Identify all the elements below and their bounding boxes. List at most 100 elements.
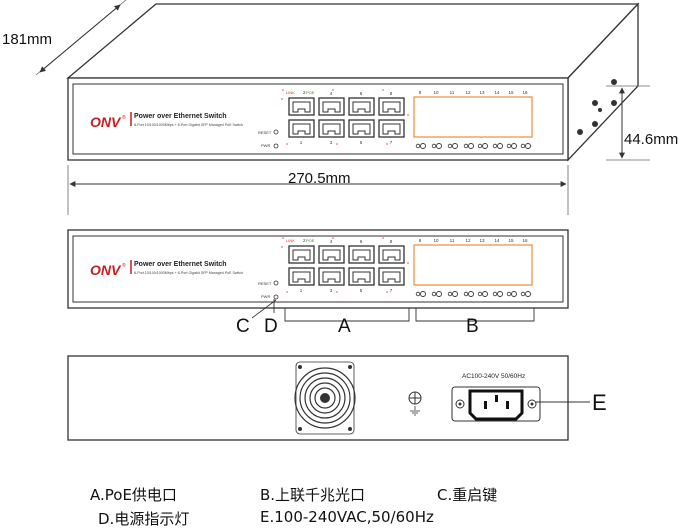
fan-icon xyxy=(294,361,356,435)
poe-label: POE xyxy=(306,238,315,243)
power-socket-icon xyxy=(451,386,541,422)
sfp-number: 12 xyxy=(465,238,471,243)
product-subtitle: 8-Port 10/100/1000Mbps + 8-Port Gigabit … xyxy=(134,123,243,127)
rj45-port-icon xyxy=(288,245,315,264)
link-label: LINK xyxy=(286,90,295,95)
rj45-port-icon xyxy=(378,245,405,264)
brand-logo: ONV xyxy=(90,262,122,278)
port-number-bottom: 5 xyxy=(360,140,363,145)
port-number-top: 6 xyxy=(360,91,363,96)
reset-button-icon xyxy=(273,280,279,286)
reset-label: RESET xyxy=(258,130,272,135)
depth-label: 181mm xyxy=(2,31,52,48)
rj45-port-icon xyxy=(348,119,375,138)
port-number-bottom: 5 xyxy=(360,288,363,293)
sfp-block xyxy=(413,96,533,138)
sfp-number: 11 xyxy=(450,238,455,243)
sfp-number: 10 xyxy=(433,238,439,243)
rear-view: AC100-240V 50/60Hz E xyxy=(67,355,607,441)
product-subtitle: 8-Port 10/100/1000Mbps + 8-Port Gigabit … xyxy=(134,271,243,275)
power-led-icon xyxy=(273,143,279,149)
rj45-port-icon xyxy=(378,97,405,116)
port-number-top: 8 xyxy=(390,239,393,244)
port-number-top: 2 xyxy=(303,238,306,243)
legend-a: A.PoE供电口 xyxy=(90,486,177,504)
brand-mark: ® xyxy=(122,262,126,269)
sfp-number: 12 xyxy=(465,90,471,95)
width-dimension: 270.5mm xyxy=(67,165,569,215)
link-label: LINK xyxy=(286,238,295,243)
rj45-port-icon xyxy=(318,245,345,264)
rj45-port-icon xyxy=(288,97,315,116)
height-dimension: 44.6mm xyxy=(606,85,678,161)
sfp-number: 14 xyxy=(494,238,500,243)
sfp-number: 14 xyxy=(494,90,500,95)
rj45-port-icon xyxy=(348,267,375,286)
port-number-bottom: 1 xyxy=(300,288,303,293)
height-label: 44.6mm xyxy=(624,131,678,148)
power-rating-label: AC100-240V 50/60Hz xyxy=(462,373,525,380)
port-number-top: 2 xyxy=(303,90,306,95)
rj45-port-icon xyxy=(378,267,405,286)
poe-label: POE xyxy=(306,90,315,95)
port-number-bottom: 7 xyxy=(390,288,393,293)
width-label: 270.5mm xyxy=(288,170,351,187)
sfp-number: 16 xyxy=(522,90,528,95)
sfp-number: 10 xyxy=(433,90,439,95)
rj45-port-icon xyxy=(348,97,375,116)
sfp-number: 15 xyxy=(508,238,514,243)
callout-e: E xyxy=(592,390,607,415)
front-view: ONV ® Power over Ethernet Switch 8-Port … xyxy=(67,229,569,309)
brand-logo: ONV xyxy=(90,114,122,130)
bracket-b xyxy=(415,308,535,322)
chassis-top-face xyxy=(66,3,640,79)
product-title: Power over Ethernet Switch xyxy=(134,113,227,120)
sfp-number: 11 xyxy=(450,90,455,95)
legend-e: E.100-240VAC,50/60Hz xyxy=(260,508,434,526)
sfp-number: 16 xyxy=(522,238,528,243)
port-number-bottom: 3 xyxy=(330,140,333,145)
sfp-number: 9 xyxy=(419,238,422,243)
callouts: C D A B xyxy=(236,299,535,337)
pwr-label: PWR xyxy=(261,143,270,148)
reset-button-icon xyxy=(273,129,279,135)
legend-c: C.重启键 xyxy=(437,486,498,504)
rj45-port-icon xyxy=(318,119,345,138)
front-view-inner xyxy=(72,235,564,303)
ground-screw-icon xyxy=(408,391,422,416)
port-number-top: 4 xyxy=(330,91,333,96)
rj45-port-icon xyxy=(288,267,315,286)
rj45-port-icon xyxy=(348,245,375,264)
bracket-a xyxy=(284,308,410,322)
sfp-number: 13 xyxy=(479,90,485,95)
brand-mark: ® xyxy=(122,114,126,121)
legend-b: B.上联千兆光口 xyxy=(260,486,366,504)
rj45-port-icon xyxy=(288,119,315,138)
product-title: Power over Ethernet Switch xyxy=(134,261,227,268)
port-number-bottom: 7 xyxy=(390,140,393,145)
pwr-label: PWR xyxy=(261,294,270,299)
rj45-port-icon xyxy=(378,119,405,138)
callout-d: D xyxy=(264,316,278,337)
port-number-bottom: 3 xyxy=(330,288,333,293)
power-led-icon xyxy=(273,294,279,300)
port-number-bottom: 1 xyxy=(300,140,303,145)
port-number-top: 6 xyxy=(360,239,363,244)
legend-d: D.电源指示灯 xyxy=(98,510,190,528)
rj45-port-icon xyxy=(318,97,345,116)
mounting-holes xyxy=(577,79,617,135)
depth-dimension: 181mm xyxy=(2,0,127,76)
sfp-number: 15 xyxy=(508,90,514,95)
callout-b: B xyxy=(466,316,479,337)
reset-label: RESET xyxy=(258,281,272,286)
port-number-top: 8 xyxy=(390,91,393,96)
front-panel-inner xyxy=(72,83,564,155)
isometric-view xyxy=(66,2,640,162)
sfp-number: 13 xyxy=(479,238,485,243)
callout-a: A xyxy=(338,316,351,337)
sfp-number: 9 xyxy=(419,90,422,95)
front-panel-top: ONV ® Power over Ethernet Switch 8-Port … xyxy=(90,112,279,149)
rj45-port-icon xyxy=(318,267,345,286)
